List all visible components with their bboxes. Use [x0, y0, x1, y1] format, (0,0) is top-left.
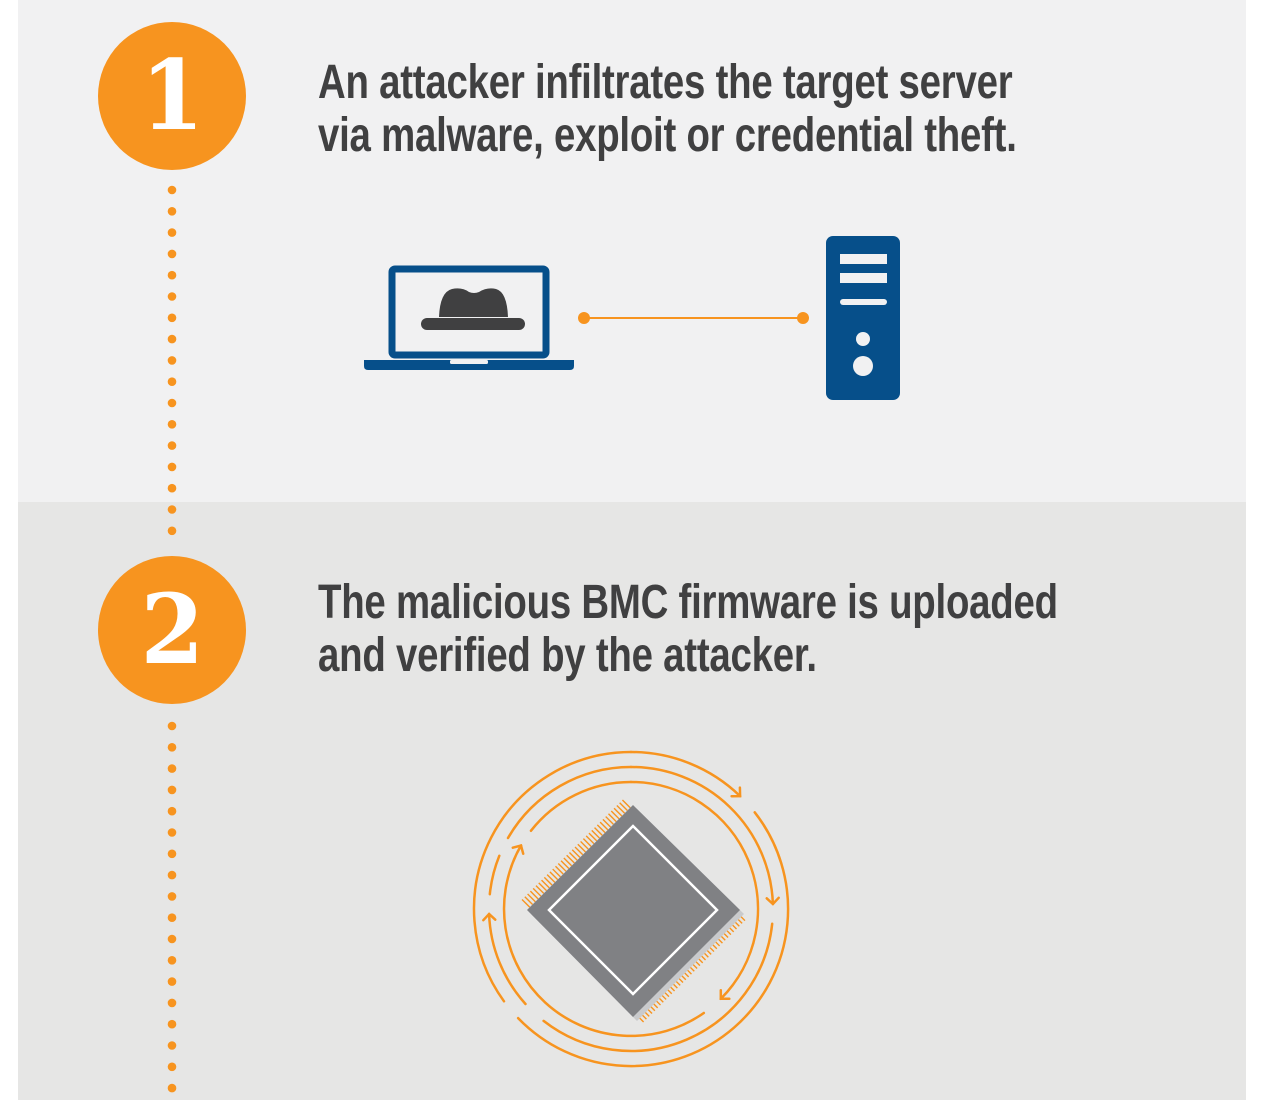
chip-pin	[577, 843, 587, 853]
chip-pin	[532, 887, 542, 897]
chip-pin	[574, 846, 584, 856]
ring-arc	[472, 750, 633, 1003]
chip-pin	[541, 879, 550, 889]
ring-arc	[529, 780, 633, 833]
chip-pin	[521, 898, 531, 908]
chip-pin	[594, 827, 603, 836]
chip-pin	[546, 874, 556, 883]
step-1-line-1: An attacker infiltrates the target serve…	[318, 56, 1013, 109]
hacker-hat-icon	[421, 288, 525, 330]
chip-pin	[580, 840, 589, 850]
ring-arc	[629, 750, 742, 798]
connection-line	[578, 312, 809, 324]
chip-pin	[599, 821, 609, 831]
ring-arrowhead	[730, 786, 742, 798]
chip-pin	[543, 876, 553, 886]
ring-arc	[516, 811, 790, 1068]
ring-arc	[542, 922, 774, 1053]
chip-pin	[613, 807, 623, 817]
step-2-line-1: The malicious BMC firmware is uploaded	[318, 576, 1058, 629]
chip-pin	[605, 816, 614, 825]
ring-arc	[629, 765, 775, 906]
chip-pin	[566, 854, 575, 864]
chip-pin	[596, 824, 606, 834]
chip-pin	[610, 810, 620, 820]
step-1-description: An attacker infiltrates the target serve…	[318, 56, 1017, 162]
chip-pin	[588, 832, 598, 842]
step-2-line-2: and verified by the attacker.	[318, 629, 817, 682]
chip-pin	[582, 838, 592, 847]
ring-arc	[502, 844, 706, 1038]
laptop-icon	[364, 265, 574, 370]
chip-pin	[602, 818, 612, 828]
step-number-badge-1: 1	[98, 22, 246, 170]
ring-arrowhead	[511, 843, 525, 855]
chip-pin	[619, 802, 628, 812]
ring-arrowhead	[482, 912, 497, 922]
chip-pin	[535, 885, 545, 894]
ring-arrowhead	[719, 989, 731, 1001]
chip-pin	[560, 860, 570, 870]
chip-pin	[585, 835, 595, 845]
ring-arc	[488, 854, 501, 896]
ring-arc	[487, 912, 527, 1006]
chip-pin	[554, 865, 564, 875]
step-number-1: 1	[140, 39, 204, 152]
chip-pin	[621, 799, 631, 809]
chip-pin	[568, 851, 578, 861]
chip-pin	[591, 829, 601, 839]
step-1-line-2: via malware, exploit or credential theft…	[318, 109, 1017, 162]
chip-pin	[538, 882, 548, 892]
microchip-icon	[521, 799, 746, 1023]
server-tower-icon	[826, 236, 900, 400]
chip-pin	[607, 813, 617, 823]
step-number-2: 2	[140, 573, 204, 686]
ring-arrowhead	[765, 896, 780, 906]
chip-pin	[563, 857, 573, 867]
chip-pin	[552, 868, 561, 878]
chip-pin	[616, 805, 626, 814]
step-2-description: The malicious BMC firmware is uploaded a…	[318, 576, 1058, 682]
chip-pin	[524, 896, 534, 905]
chip-pin	[557, 863, 567, 872]
chip-pin	[527, 893, 536, 903]
ring-arc	[629, 780, 760, 1001]
chip-pin	[549, 871, 559, 881]
ring-arc	[506, 765, 633, 840]
chip-pin	[529, 890, 539, 900]
step-number-badge-2: 2	[98, 556, 246, 704]
circular-refresh-arrows-icon	[472, 750, 790, 1068]
chip-pin	[571, 849, 581, 858]
